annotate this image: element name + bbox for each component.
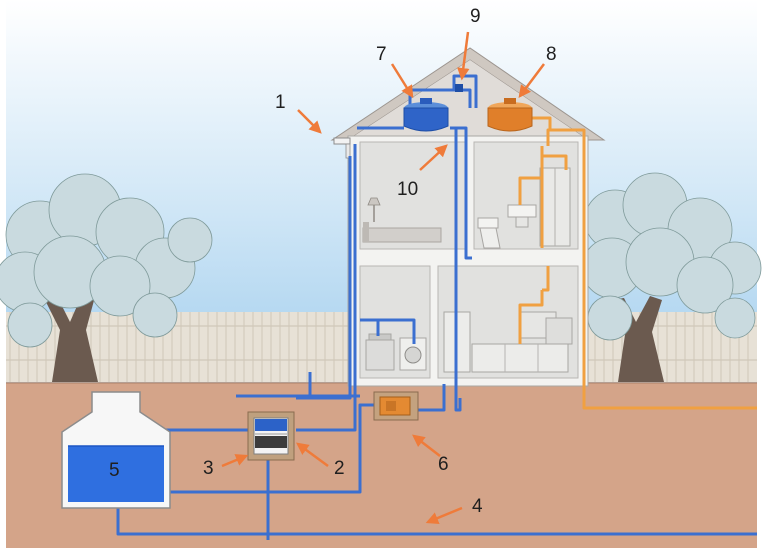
- label-6: 6: [438, 454, 449, 475]
- label-9: 9: [470, 6, 481, 27]
- label-2: 2: [334, 458, 345, 479]
- pump-box: [374, 392, 418, 420]
- label-5: 5: [109, 460, 120, 481]
- label-7: 7: [376, 44, 387, 65]
- label-1: 1: [275, 92, 286, 113]
- label-8: 8: [546, 44, 557, 65]
- label-10: 10: [397, 179, 418, 200]
- filter-box: [248, 412, 294, 460]
- label-3: 3: [203, 458, 214, 479]
- label-4: 4: [472, 496, 483, 517]
- valve: [455, 84, 463, 92]
